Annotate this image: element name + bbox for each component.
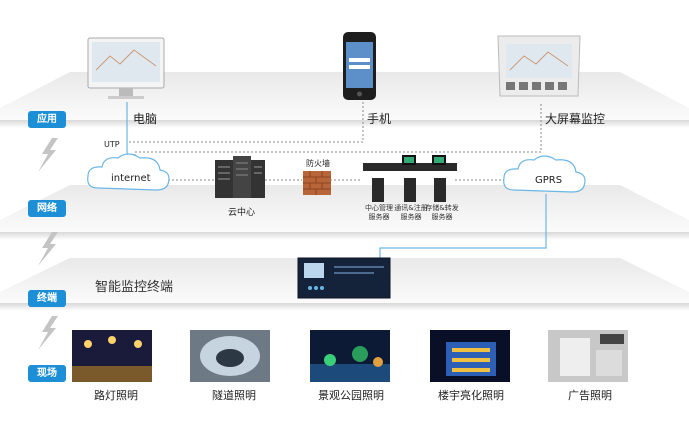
label-internet: internet	[111, 173, 151, 184]
label-smart-terminal: 智能监控终端	[95, 280, 174, 295]
scene-building-image	[430, 330, 510, 382]
tier-tag-network: 网络	[28, 200, 66, 217]
label-scene-ad: 广告照明	[568, 389, 612, 402]
server-cluster-icon	[363, 155, 457, 202]
label-scene-street: 路灯照明	[94, 389, 138, 402]
firewall-icon	[303, 171, 331, 195]
tier-tag-app: 应用	[28, 111, 66, 128]
label-scene-building: 楼宇亮化照明	[438, 389, 504, 402]
label-pc: 电脑	[133, 112, 158, 126]
lightning-icon	[38, 138, 58, 172]
label-phone: 手机	[367, 112, 392, 126]
gprs-cloud-icon	[503, 155, 586, 193]
label-server-comm: 通讯&注册 服务器	[394, 204, 428, 221]
phone-icon	[343, 32, 376, 100]
label-server-management: 中心管理 服务器	[365, 204, 393, 221]
label-firewall: 防火墙	[306, 159, 330, 168]
tier-tag-terminal: 终端	[28, 290, 66, 307]
terminal-device-icon	[297, 257, 391, 299]
scene-street-light-image	[72, 330, 152, 382]
label-cloud-center: 云中心	[228, 208, 256, 218]
video-wall-icon	[497, 35, 581, 97]
label-video-wall: 大屏幕监控	[545, 112, 606, 126]
label-utp: UTP	[104, 140, 120, 149]
tier-tag-field: 现场	[28, 365, 66, 382]
label-server-storage: 存储&转发 服务器	[425, 204, 459, 221]
scene-advertising-image	[548, 330, 628, 382]
label-scene-park: 景观公园照明	[318, 389, 384, 402]
lightning-icon	[38, 232, 58, 266]
scene-park-image	[310, 330, 390, 382]
server-rack-icon	[215, 156, 265, 198]
internet-cloud-icon	[87, 153, 170, 191]
label-scene-tunnel: 隧道照明	[212, 389, 256, 402]
lightning-icon	[38, 316, 58, 350]
plane-network	[0, 185, 689, 240]
label-gprs: GPRS	[535, 175, 563, 186]
scene-tunnel-image	[190, 330, 270, 382]
monitor-icon	[87, 37, 165, 99]
connection-lines	[126, 102, 547, 258]
